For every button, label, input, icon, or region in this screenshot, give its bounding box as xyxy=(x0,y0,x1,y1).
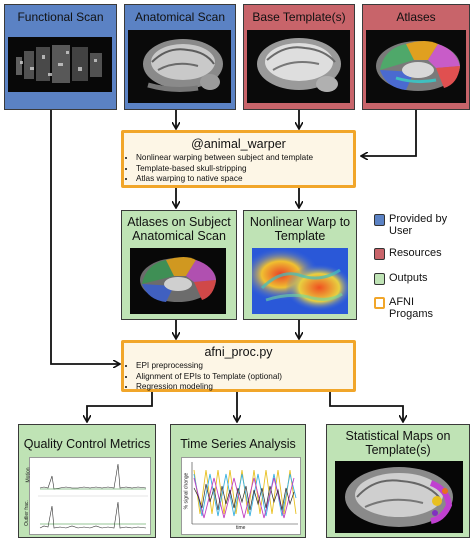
animal-warper-item: Nonlinear warping between subject and te… xyxy=(136,153,353,164)
afni-proc-title: afni_proc.py xyxy=(124,345,353,359)
legend: Provided by User Resources Outputs AFNI … xyxy=(374,210,470,332)
qc-plot-graphic xyxy=(30,458,150,534)
afni-proc-item: Alignment of EPIs to Template (optional) xyxy=(136,372,353,383)
time-series-graphic xyxy=(182,458,300,534)
arrow-atlases-to-warper xyxy=(362,110,416,156)
base-template-image xyxy=(247,30,350,103)
anatomical-scan-title: Anatomical Scan xyxy=(125,10,235,24)
functional-scan-image xyxy=(8,37,112,92)
afni-proc-box: afni_proc.py EPI preprocessing Alignment… xyxy=(121,340,356,392)
legend-swatch xyxy=(374,248,385,260)
animal-warper-item: Template-based skull-stripping xyxy=(136,164,353,175)
functional-scan-box: Functional Scan xyxy=(4,4,117,110)
stat-maps-image xyxy=(335,461,463,533)
legend-item-resources: Resources xyxy=(374,247,442,260)
arrow-afniproc-to-stat xyxy=(330,392,403,421)
time-series-title: Time Series Analysis xyxy=(171,437,305,451)
stat-maps-title: Statistical Maps on Template(s) xyxy=(327,429,469,457)
arrow-functional-to-afniproc xyxy=(51,110,119,364)
legend-item-user: Provided by User xyxy=(374,213,459,237)
nonlinear-warp-box: Nonlinear Warp to Template xyxy=(243,210,357,320)
afni-proc-item: EPI preprocessing xyxy=(136,361,353,372)
subject-atlas-graphic xyxy=(130,248,226,314)
animal-warper-list: Nonlinear warping between subject and te… xyxy=(124,153,353,185)
atlases-on-subject-image xyxy=(130,248,226,314)
afni-proc-item: Regression modeling xyxy=(136,382,353,393)
legend-label: Outputs xyxy=(389,272,428,284)
qc-metrics-title: Quality Control Metrics xyxy=(19,437,155,451)
qc-plot: Motion Outlier frac. xyxy=(29,457,151,535)
functional-brain-graphic xyxy=(8,37,112,92)
anatomical-scan-box: Anatomical Scan xyxy=(124,4,236,110)
arrow-afniproc-to-qc xyxy=(87,392,152,421)
functional-scan-title: Functional Scan xyxy=(5,10,116,24)
base-template-title: Base Template(s) xyxy=(244,10,354,24)
atlases-on-subject-title: Atlases on Subject Anatomical Scan xyxy=(122,215,236,243)
animal-warper-title: @animal_warper xyxy=(124,137,353,151)
base-template-box: Base Template(s) xyxy=(243,4,355,110)
legend-swatch xyxy=(374,297,385,309)
template-brain-graphic xyxy=(247,30,350,103)
legend-label: Provided by User xyxy=(389,213,459,237)
outlier-label: Outlier frac. xyxy=(24,500,30,526)
anatomical-scan-image xyxy=(128,30,231,103)
legend-item-programs: AFNI Progams xyxy=(374,296,449,320)
motion-label: Motion xyxy=(26,467,32,482)
animal-warper-box: @animal_warper Nonlinear warping between… xyxy=(121,130,356,188)
time-series-box: Time Series Analysis % signal change tim… xyxy=(170,424,306,538)
anatomical-brain-graphic xyxy=(128,30,231,103)
afni-proc-list: EPI preprocessing Alignment of EPIs to T… xyxy=(124,361,353,393)
legend-swatch xyxy=(374,214,385,226)
time-series-plot: % signal change time xyxy=(181,457,301,535)
legend-item-outputs: Outputs xyxy=(374,272,428,285)
legend-swatch xyxy=(374,273,385,285)
atlas-brain-graphic xyxy=(366,30,466,103)
signal-change-label: % signal change xyxy=(183,473,189,510)
atlases-box: Atlases xyxy=(362,4,470,110)
qc-metrics-box: Quality Control Metrics Motion Outlier f… xyxy=(18,424,156,538)
legend-label: AFNI Progams xyxy=(389,296,449,320)
atlases-title: Atlases xyxy=(363,10,469,24)
time-label: time xyxy=(236,525,245,531)
nonlinear-warp-title: Nonlinear Warp to Template xyxy=(244,215,356,243)
atlases-image xyxy=(366,30,466,103)
nonlinear-warp-image xyxy=(252,248,348,314)
warp-heatmap-graphic xyxy=(252,248,348,314)
atlases-on-subject-box: Atlases on Subject Anatomical Scan xyxy=(121,210,237,320)
animal-warper-item: Atlas warping to native space xyxy=(136,174,353,185)
stat-maps-box: Statistical Maps on Template(s) xyxy=(326,424,470,538)
stat-map-graphic xyxy=(335,461,463,533)
legend-label: Resources xyxy=(389,247,442,259)
